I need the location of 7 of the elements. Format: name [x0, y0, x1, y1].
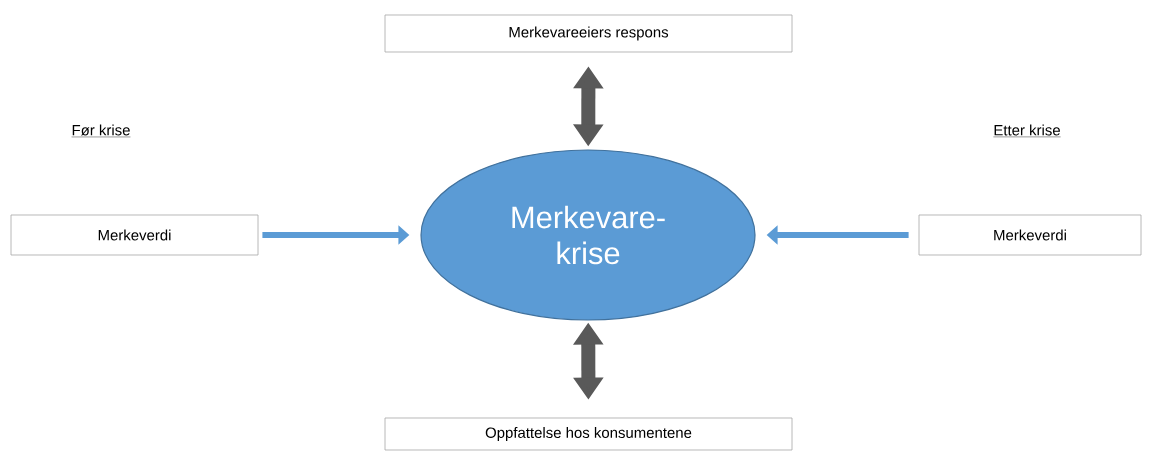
- text-box: Merkevareeiers respons: [384, 14, 793, 53]
- text-box: Merkeverdi: [918, 214, 1142, 256]
- heading-label: Etter krise: [993, 124, 1061, 138]
- heading-label: Før krise: [71, 124, 131, 138]
- text-box: Merkeverdi: [10, 214, 259, 256]
- text-box: Oppfattelse hos konsumentene: [384, 417, 793, 451]
- ellipse-node: Merkevare- krise: [420, 149, 756, 321]
